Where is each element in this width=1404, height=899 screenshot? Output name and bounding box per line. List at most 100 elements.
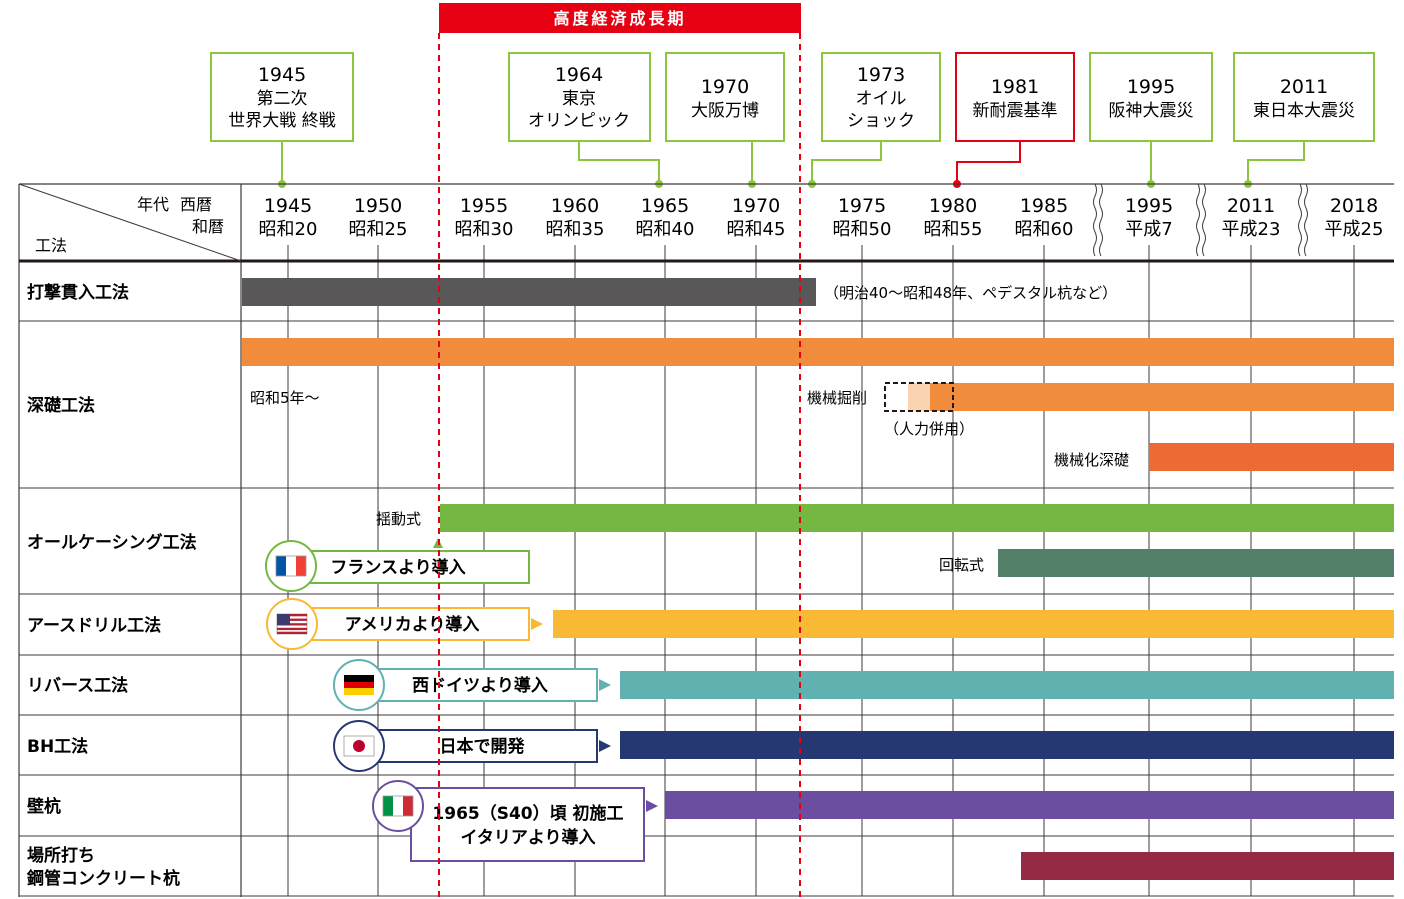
bar-deep-foundation [242,338,1394,366]
year-western: 1970 [732,195,780,217]
high-growth-banner [439,3,801,33]
pointer-right-icon [599,679,611,691]
event-box-1981 [955,52,1075,142]
year-japanese: 昭和25 [349,219,408,240]
row-label-earth-drill: アースドリル工法 [27,615,161,636]
row-label-steel-pipe-line2: 鋼管コンクリート杭 [26,868,180,889]
header-diagonal [18,183,242,262]
header-labels: 年代 西暦 和暦 工法 1945 昭和20 1950 昭和25 1955 昭和3… [35,195,1383,255]
bar-casing-rotary [998,549,1394,577]
year-japanese: 平成25 [1325,219,1384,240]
axis-break-line [1099,183,1103,257]
high-growth-boundaries [438,33,801,897]
bar-deep-mechanical [930,383,1394,411]
event-2011-line1: 東日本大震災 [1253,101,1355,121]
event-1945-line2: 世界大戦 終戦 [228,111,335,131]
axis-break-marks [1093,183,1308,257]
event-1973-connector [811,141,882,184]
event-box-1995 [1089,52,1213,142]
year-japanese: 平成23 [1222,219,1281,240]
year-japanese: 昭和50 [833,219,892,240]
year-western: 1980 [929,195,977,217]
event-box-1970 [665,52,785,142]
origin-usa: アメリカより導入 [266,598,543,650]
origin-france: フランスより導入 [265,538,530,592]
note-deep-mech-dig: 機械掘削 [807,389,867,407]
row-label-steel-pipe-line1: 場所打ち [27,845,95,866]
origin-france-box [291,550,530,584]
year-japanese: 昭和40 [636,219,695,240]
header-western-label: 西暦 [180,195,212,214]
origin-usa-text: アメリカより導入 [345,614,480,635]
bar-notes: （明治40～昭和48年、ペデスタル杭など） 昭和5年～ 機械掘削 （人力併用） … [250,284,1129,574]
year-western: 2018 [1330,195,1378,217]
japan-flag-icon [343,735,375,757]
year-japanese: 平成7 [1125,219,1172,240]
origin-germany-box [358,668,598,702]
event-1995-line1: 阪神大震災 [1109,101,1194,121]
event-1973-line1: オイル [856,89,907,109]
bar-steel-pipe [1021,852,1394,880]
event-1981-year: 1981 [991,76,1039,98]
year-japanese: 昭和45 [727,219,786,240]
bar-bh [620,731,1394,759]
origin-italy-box [410,787,645,862]
origin-japan: 日本で開発 [333,720,611,772]
origin-germany-text: 西ドイツより導入 [412,675,548,696]
event-1964-line2: オリンピック [528,111,630,131]
event-1945-year: 1945 [258,64,306,86]
bar-wall-pile [665,791,1394,819]
event-box-1964 [508,52,651,142]
header-japanese-label: 和暦 [192,217,224,236]
bar-percussion [242,278,816,306]
note-deep-mechanized: 機械化深礎 [1054,451,1129,469]
row-label-deep-foundation: 深礎工法 [27,395,95,416]
origin-usa-box [291,607,530,641]
event-1970-line1: 大阪万博 [691,101,759,121]
year-japanese: 昭和35 [546,219,605,240]
origin-france-text: フランスより導入 [330,557,465,578]
bar-deep-mechanized [1149,443,1394,471]
high-growth-banner-label: 高度経済成長期 [553,9,686,28]
year-western: 1985 [1020,195,1068,217]
year-western: 1960 [551,195,599,217]
note-deep-start: 昭和5年～ [250,389,320,407]
event-2011-connector [1247,141,1305,184]
event-1964-year: 1964 [555,64,603,86]
row-label-bh: BH工法 [27,736,88,757]
bar-reverse [620,671,1394,699]
row-label-all-casing: オールケーシング工法 [27,532,197,553]
event-1995-year: 1995 [1127,76,1175,98]
west-germany-flag-icon [344,675,374,695]
axis-break-line [1298,183,1302,257]
year-japanese: 昭和60 [1015,219,1074,240]
year-japanese: 昭和20 [259,219,318,240]
year-japanese: 昭和55 [924,219,983,240]
origin-italy-line1: 1965（S40）頃 初施工 [432,803,623,824]
axis-break-line [1304,183,1308,257]
axis-break-line [1202,183,1206,257]
france-flag-icon [275,555,307,577]
pointer-right-icon [599,740,611,752]
italy-flag-icon [382,795,414,817]
origin-italy-line2: イタリアより導入 [461,827,596,848]
pointer-right-icon [531,618,543,630]
event-1964-line1: 東京 [562,89,596,109]
pointer-right-icon [646,800,658,812]
note-deep-manual: （人力併用） [884,420,974,438]
event-2011-year: 2011 [1280,76,1328,98]
usa-flag-icon [276,613,308,635]
event-1973-year: 1973 [857,64,905,86]
event-box-1973 [821,52,941,142]
event-1964-connector [578,141,660,184]
year-western: 1975 [838,195,886,217]
note-casing-rotary: 回転式 [939,556,984,574]
event-box-1945 [210,52,354,142]
event-1945-line1: 第二次 [257,89,308,109]
event-callouts: 1945 第二次 世界大戦 終戦 1964 東京 オリンピック 1970 大阪万… [210,52,1375,188]
header-era-label: 年代 [137,195,169,214]
origin-germany: 西ドイツより導入 [333,659,611,711]
note-percussion: （明治40～昭和48年、ペデスタル杭など） [824,284,1117,302]
bar-deep-manual-assist [908,383,930,411]
